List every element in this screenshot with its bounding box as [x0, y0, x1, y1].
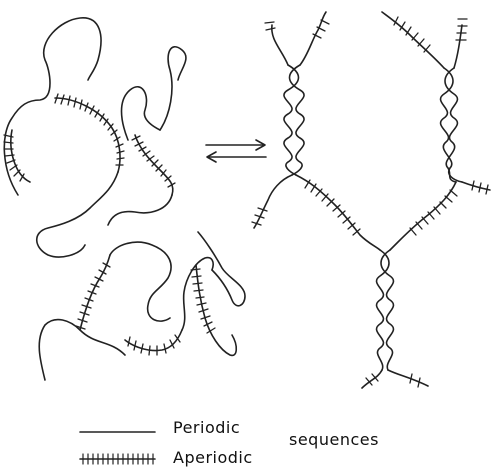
equilibrium-arrows [206, 140, 266, 162]
double-helix-right [441, 68, 462, 182]
coil-chain-3-aperiodic [80, 255, 110, 330]
coil-chain-1b [37, 172, 118, 257]
helix-network [254, 12, 490, 388]
aperiodic-ticks-right [252, 17, 488, 387]
double-helix-bottom [377, 250, 394, 370]
coil-chain-1-aperiodic [55, 98, 120, 172]
chain-right-helix-right-end [462, 182, 490, 190]
coil-chain-1c-aperiodic [11, 130, 30, 182]
coil-chain-3f [198, 232, 245, 306]
coil-chain-3e-aperiodic [196, 265, 236, 355]
coil-chain-2b [160, 47, 186, 130]
legend-aperiodic-line [80, 454, 155, 464]
legend-periodic-label: Periodic [173, 418, 240, 437]
chain-right-helix-to-bottom [390, 182, 456, 250]
legend-sequences-label: sequences [289, 430, 379, 449]
coil-chain-2c [108, 195, 172, 225]
coil-chain-3d [182, 258, 213, 330]
random-coil-chains [4, 18, 245, 380]
chain-left-helix-left-end [254, 175, 292, 228]
chain-top-right-b [454, 25, 462, 68]
chain-left-helix-to-bottom [296, 175, 380, 250]
legend-aperiodic-label: Aperiodic [173, 448, 253, 467]
legend-samples [80, 432, 155, 464]
chain-bottom-right-end [388, 370, 428, 386]
right-arrow [206, 140, 265, 150]
coil-chain-2-aperiodic [135, 135, 173, 195]
coil-chain-3b [110, 242, 171, 321]
chain-top-left-a [272, 25, 288, 65]
double-helix-left [284, 65, 304, 175]
aperiodic-ticks-left [4, 94, 215, 355]
left-arrow [207, 152, 266, 162]
coil-chain-2 [122, 87, 161, 140]
chain-top-right-a [382, 12, 444, 68]
